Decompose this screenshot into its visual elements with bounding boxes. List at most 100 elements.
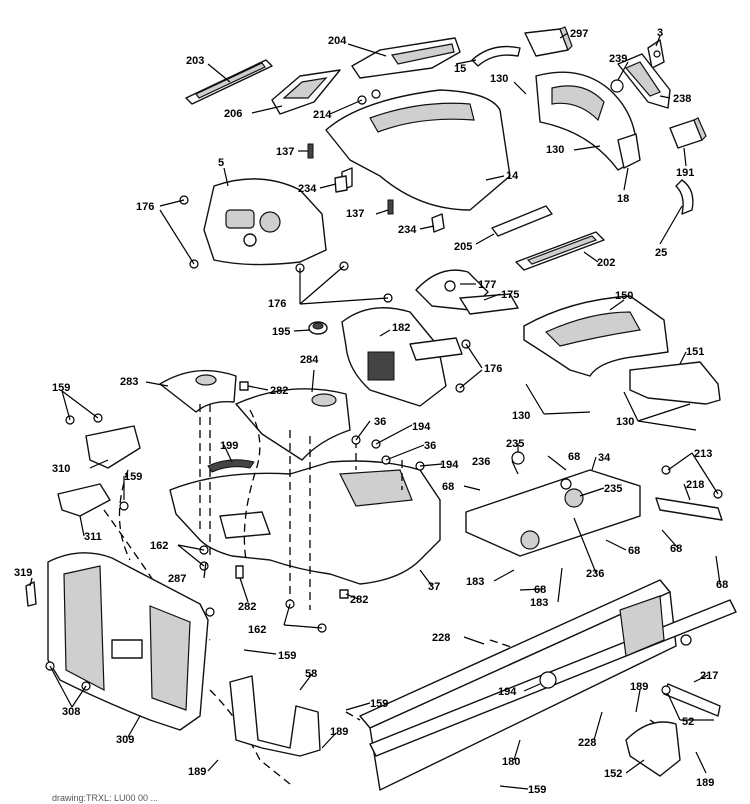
label-287: 287 — [168, 573, 186, 585]
label-282-c: 282 — [350, 594, 368, 606]
label-202: 202 — [597, 257, 615, 269]
label-159-d: 159 — [370, 698, 388, 710]
label-162-b: 162 — [248, 624, 266, 636]
part-234-piece-a — [334, 175, 348, 193]
label-311: 311 — [84, 531, 102, 543]
label-37: 37 — [428, 581, 440, 593]
label-162-a: 162 — [150, 540, 168, 552]
label-238: 238 — [673, 93, 691, 105]
label-34: 34 — [598, 452, 611, 464]
label-205: 205 — [454, 241, 472, 253]
label-177: 177 — [478, 279, 496, 291]
label-214: 214 — [313, 109, 332, 121]
part-175-bracket — [459, 293, 519, 315]
label-68-b: 68 — [442, 481, 454, 493]
part-206-vent — [271, 69, 341, 115]
label-68-d: 68 — [670, 543, 682, 555]
label-152: 152 — [604, 768, 622, 780]
label-176-c: 176 — [484, 363, 502, 375]
label-282-b: 282 — [238, 601, 256, 613]
label-68-f: 68 — [716, 579, 728, 591]
part-297-block — [524, 26, 573, 57]
label-52: 52 — [682, 716, 694, 728]
label-194-c: 194 — [498, 686, 517, 698]
label-236-b: 236 — [586, 568, 604, 580]
part-137-tab-a — [307, 143, 314, 159]
part-239-washer — [610, 79, 624, 93]
label-189-d: 189 — [696, 777, 714, 789]
label-319: 319 — [14, 567, 32, 579]
part-5-dash — [203, 178, 327, 266]
label-159-a: 159 — [52, 382, 70, 394]
part-218-strap — [655, 465, 723, 521]
part-151-bracket — [629, 361, 721, 405]
label-130-top: 130 — [490, 73, 508, 85]
label-213: 213 — [694, 448, 712, 460]
part-234-piece-b — [431, 213, 445, 233]
label-68-c: 68 — [628, 545, 640, 557]
label-159-c: 159 — [278, 650, 296, 662]
label-130-mid: 130 — [546, 144, 564, 156]
label-217: 217 — [700, 670, 718, 682]
label-18: 18 — [617, 193, 629, 205]
drawing-footer: drawing:TRXL: LU00 00 ... — [52, 793, 158, 803]
label-130-left: 130 — [512, 410, 530, 422]
label-199: 199 — [220, 440, 238, 452]
part-14-hood — [325, 89, 511, 211]
part-282-clip-b — [235, 565, 244, 579]
part-282-clip-c — [339, 589, 349, 599]
label-206: 206 — [224, 108, 242, 120]
part-283-fender-left — [159, 369, 237, 413]
label-14: 14 — [506, 170, 519, 182]
label-175: 175 — [501, 289, 519, 301]
part-217-bar — [661, 683, 721, 717]
part-311-bracket — [57, 483, 129, 517]
label-235-a: 235 — [506, 438, 524, 450]
label-150: 150 — [615, 290, 633, 302]
part-205-vent — [491, 205, 553, 237]
label-25: 25 — [655, 247, 667, 259]
label-137-b: 137 — [346, 208, 364, 220]
label-36-b: 36 — [424, 440, 436, 452]
label-194-b: 194 — [440, 459, 459, 471]
part-310-bracket — [65, 413, 141, 469]
label-228-b: 228 — [578, 737, 596, 749]
label-130-right: 130 — [616, 416, 634, 428]
part-37-body — [169, 460, 441, 585]
leader-lines — [29, 32, 721, 790]
label-309: 309 — [116, 734, 134, 746]
label-159-b: 159 — [124, 471, 142, 483]
part-204-hood-vent — [351, 37, 461, 79]
part-191-block — [669, 117, 707, 149]
label-182: 182 — [392, 322, 410, 334]
label-194-a: 194 — [412, 421, 431, 433]
part-137-tab-b — [387, 199, 394, 215]
label-189-c: 189 — [188, 766, 206, 778]
part-214-screws — [357, 89, 381, 105]
part-202-vent — [515, 231, 605, 271]
part-319-clip — [25, 581, 37, 607]
part-282-clip-a — [239, 381, 249, 391]
part-18-grille — [535, 71, 641, 171]
part-152-guard — [625, 721, 681, 777]
label-284: 284 — [300, 354, 319, 366]
label-159-e: 159 — [528, 784, 546, 796]
label-183-b: 183 — [530, 597, 548, 609]
part-195-knob — [308, 321, 328, 335]
part-182-console — [341, 307, 463, 407]
part-284-fender-right — [235, 388, 351, 461]
part-15-trim — [471, 45, 521, 67]
label-310: 310 — [52, 463, 70, 475]
label-234-b: 234 — [398, 224, 417, 236]
label-68-a: 68 — [568, 451, 580, 463]
label-297: 297 — [570, 28, 588, 40]
part-199-decal — [207, 459, 255, 473]
label-15: 15 — [454, 63, 466, 75]
part-203-vent-strip — [185, 59, 273, 105]
label-180: 180 — [502, 756, 520, 768]
part-180-frame — [359, 579, 737, 791]
part-58-bracket — [229, 675, 321, 757]
label-228-a: 228 — [432, 632, 450, 644]
